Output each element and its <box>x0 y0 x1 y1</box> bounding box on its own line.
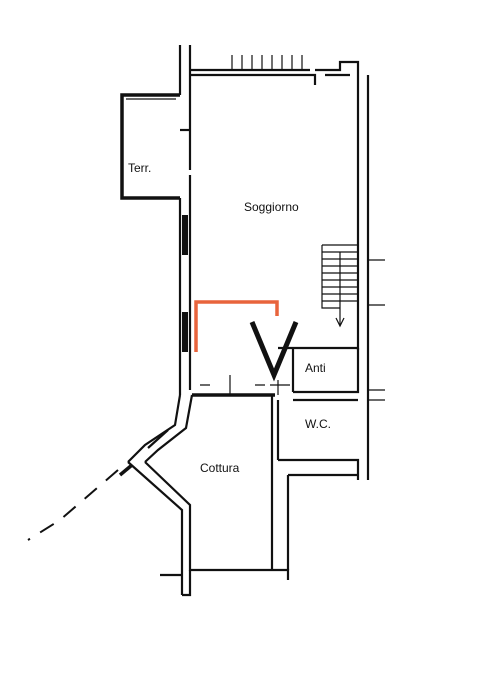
left-window-2 <box>182 312 188 352</box>
marker-v <box>249 321 299 382</box>
outer-wall-right <box>356 75 385 480</box>
room-label-living: Soggiorno <box>244 200 299 214</box>
room-label-terrace: Terr. <box>128 161 151 175</box>
outer-wall-left <box>178 45 192 395</box>
terrace-area <box>120 93 180 200</box>
highlight-outline <box>194 300 279 352</box>
dashed-boundary <box>27 469 119 541</box>
service-block <box>276 346 360 480</box>
outer-wall-top <box>190 55 360 85</box>
partition-wall <box>192 375 290 397</box>
room-label-kitchen: Cottura <box>200 461 240 475</box>
room-label-wc: W.C. <box>305 417 331 431</box>
room-label-antechamber: Anti <box>305 361 326 375</box>
kitchen-outline <box>118 394 358 597</box>
left-window-1 <box>182 215 188 255</box>
staircase <box>321 244 358 328</box>
